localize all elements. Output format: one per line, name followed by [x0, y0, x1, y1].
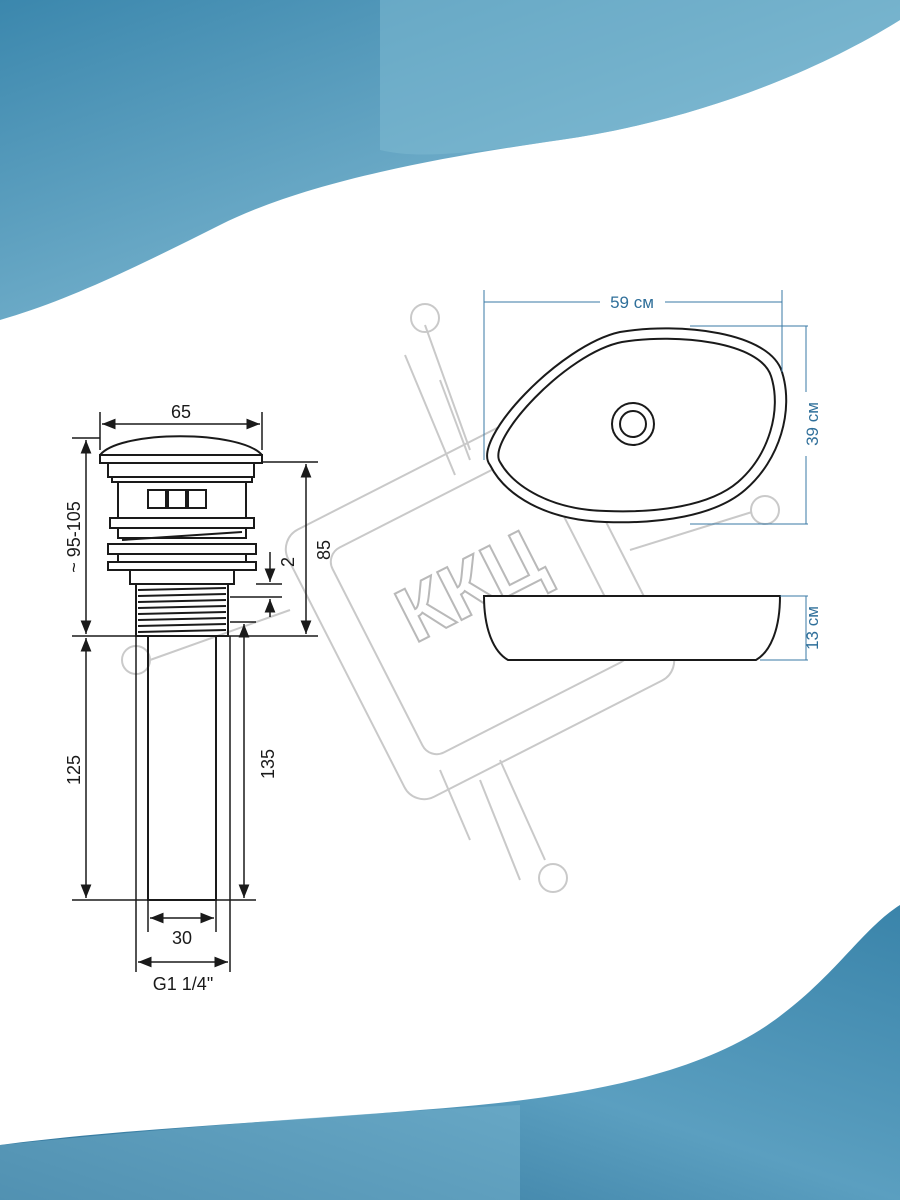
- label-basin-height: 13 см: [803, 606, 822, 650]
- label-thread: G1 1/4": [153, 974, 213, 994]
- basin-drain-hole-inner: [619, 410, 647, 438]
- basin-top-view: [486, 327, 788, 524]
- drain-slot-left: [147, 489, 167, 509]
- label-basin-width: 59 см: [610, 293, 654, 312]
- drain-drawing: [99, 435, 263, 901]
- bottom-wave-highlight: [0, 1105, 520, 1200]
- drain-pipe: [147, 635, 217, 901]
- basin-side-outline: [482, 595, 782, 661]
- drain-dimensions: [72, 412, 318, 972]
- basin-outline-inner: [497, 337, 776, 513]
- drain-slot-mid: [167, 489, 187, 509]
- drain-cap-rim: [99, 454, 263, 464]
- label-flange: 2: [278, 557, 298, 567]
- top-wave-highlight: [380, 0, 900, 155]
- basin-side-view: [482, 595, 782, 661]
- drain-cap: [99, 435, 263, 456]
- label-total-height: ~ 95-105: [64, 501, 84, 573]
- label-body-height: 85: [314, 540, 334, 560]
- basin-dimensions: [483, 290, 808, 661]
- label-cap-width: 65: [171, 402, 191, 422]
- drain-nut: [129, 569, 235, 585]
- drain-body: [117, 481, 247, 519]
- label-basin-depth: 39 см: [803, 402, 822, 446]
- label-pipe-length: 125: [64, 755, 84, 785]
- label-pipe-diameter: 30: [172, 928, 192, 948]
- drain-slot-right: [187, 489, 207, 509]
- label-pipe-outer: 135: [258, 749, 278, 779]
- drain-thread: [135, 583, 229, 637]
